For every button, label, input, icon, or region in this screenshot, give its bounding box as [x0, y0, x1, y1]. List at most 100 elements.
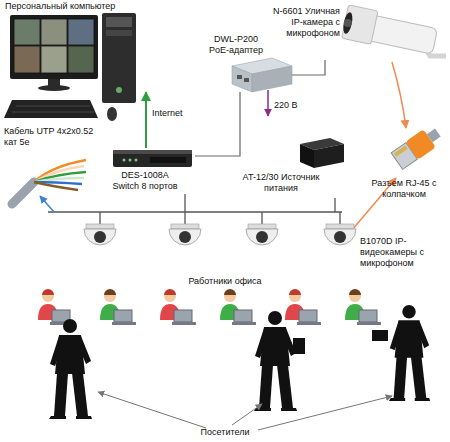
device-label: N-6601 Уличная IP-камера с микрофоном	[262, 6, 340, 39]
switch-illustration	[113, 150, 192, 167]
outdoor-camera-illustration	[341, 5, 446, 58]
outdoor-camera-illustration	[342, 11, 354, 34]
office-worker-icon	[164, 289, 176, 295]
power-supply-illustration	[300, 138, 344, 168]
office-worker-icon	[114, 310, 132, 322]
office-worker-icon	[174, 310, 192, 322]
network-bus-wire	[48, 212, 342, 224]
switch-illustration	[113, 150, 192, 167]
network-link	[145, 92, 147, 148]
computer-illustration	[4, 100, 98, 118]
rj45-connector-illustration	[427, 128, 441, 142]
dome-camera-illustration	[84, 224, 356, 245]
computer-illustration	[38, 85, 70, 91]
dome-camera-illustration	[179, 231, 191, 243]
office-worker-icon	[160, 289, 196, 325]
cable-illustration	[12, 182, 34, 204]
visitor-silhouette	[254, 311, 297, 411]
computer-illustration	[106, 30, 132, 36]
device-node: AT-12/30 Источник питания	[240, 136, 346, 198]
network-bus-wire	[48, 211, 342, 212]
rj45-connector-illustration	[391, 123, 445, 170]
office-worker-icon	[359, 310, 377, 322]
computer-illustration	[4, 13, 136, 121]
dome-camera-illustration	[334, 231, 346, 243]
office-worker-icon	[297, 322, 321, 325]
office-worker-icon	[289, 289, 301, 295]
device-label: DES-1008A Switch 8 портов	[107, 170, 183, 192]
device-node: B1070D IP-видеокамеры с микрофоном	[55, 212, 447, 274]
poe-adapter-illustration	[252, 66, 292, 92]
cable-illustration	[12, 160, 86, 204]
computer-illustration	[14, 19, 94, 73]
office-worker-icon	[112, 322, 136, 325]
office-worker-icon	[38, 289, 381, 325]
office-worker-icon	[100, 289, 136, 325]
outdoor-camera-illustration	[342, 5, 378, 44]
office-worker-icon	[232, 322, 256, 325]
device-node: DES-1008A Switch 8 портов	[105, 148, 195, 194]
office-worker-icon	[104, 289, 116, 295]
office-worker-icon	[104, 290, 116, 302]
office-worker-icon	[224, 290, 236, 302]
link-label: Internet	[152, 108, 183, 119]
device-label: AT-12/30 Источник питания	[240, 172, 322, 194]
dome-camera-illustration	[248, 224, 276, 229]
computer-illustration	[16, 106, 90, 107]
dome-camera-illustration	[246, 229, 278, 245]
office-worker-icon	[285, 289, 321, 325]
dome-camera-illustration	[84, 229, 116, 245]
visitor-silhouette	[389, 305, 430, 401]
poe-adapter-illustration	[232, 66, 252, 92]
annotation-label: 220 В	[274, 100, 314, 111]
switch-illustration	[113, 150, 192, 154]
office-worker-icon	[220, 289, 256, 325]
network-link	[334, 198, 335, 212]
switch-illustration	[129, 159, 132, 162]
office-worker-icon	[345, 289, 381, 325]
computer-illustration	[107, 107, 117, 121]
office-worker-icon	[299, 310, 317, 322]
switch-illustration	[123, 159, 126, 162]
switch-illustration	[150, 157, 186, 163]
office-worker-icon	[164, 290, 176, 302]
visitor-leader-arrow	[258, 396, 392, 430]
office-worker-icon	[234, 310, 252, 322]
office-worker-icon	[172, 322, 196, 325]
dome-camera-illustration	[171, 224, 199, 229]
computer-illustration	[102, 13, 136, 103]
computer-illustration	[41, 19, 67, 45]
network-link	[184, 194, 185, 212]
computer-illustration	[116, 87, 122, 93]
power-leader-arrow	[268, 90, 269, 116]
computer-illustration	[48, 79, 60, 86]
poe-adapter-illustration	[232, 58, 292, 92]
dome-camera-illustration	[86, 224, 114, 229]
device-node: DWL-P200 PoE-адаптер	[205, 32, 292, 92]
annotation-label: Кабель UTP 4x2x0.52 кат 5е	[4, 126, 96, 148]
computer-illustration	[68, 46, 94, 73]
device-label: DWL-P200 PoE-адаптер	[205, 34, 267, 56]
computer-illustration	[41, 46, 67, 73]
office-worker-icon	[349, 289, 361, 295]
cable-leader-arrow	[40, 196, 54, 212]
computer-illustration	[14, 46, 40, 73]
rj45-connector-illustration	[394, 145, 408, 156]
connector-leader-arrow	[352, 178, 396, 230]
connector-leader-arrow	[352, 62, 406, 230]
visitor-leader-arrow	[232, 404, 262, 425]
office-worker-icon	[42, 289, 54, 295]
annotation-label: Работники офиса	[165, 276, 285, 287]
visitor-silhouette	[372, 330, 388, 341]
cable-leader-arrow	[40, 196, 54, 212]
power-supply-illustration	[300, 144, 314, 168]
office-worker-icon	[289, 290, 301, 302]
dome-camera-illustration	[94, 231, 106, 243]
visitor-leader-arrow	[98, 392, 392, 430]
visitor-silhouette	[293, 338, 305, 354]
switch-illustration	[135, 159, 138, 162]
